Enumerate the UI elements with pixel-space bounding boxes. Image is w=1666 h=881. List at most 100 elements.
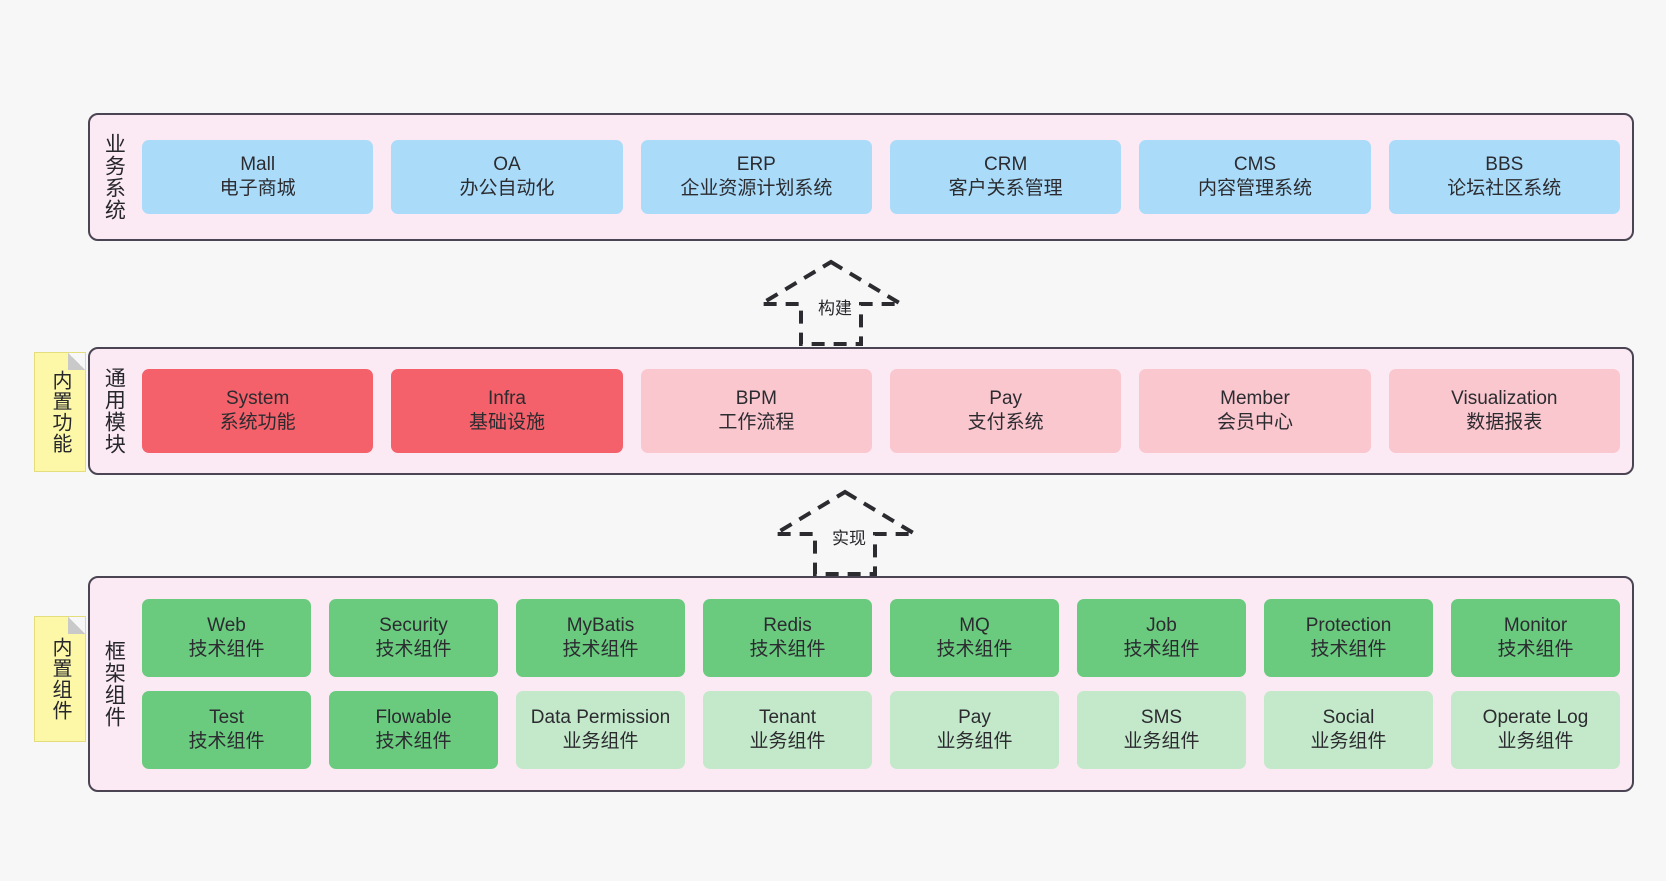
node-title: Web [207,615,246,637]
node-erp[interactable]: ERP 企业资源计划系统 [640,140,872,214]
node-subtitle: 业务组件 [1310,731,1387,752]
node-flowable[interactable]: Flowable 技术组件 [329,691,498,769]
layer-body-modules: System 系统功能 Infra 基础设施 BPM 工作流程 Pay 支付系统… [136,349,1632,473]
node-title: Infra [487,388,526,410]
layer-business-systems: 业务系统 Mall 电子商城 OA 办公自动化 ERP 企业资源计划系统 CRM… [88,113,1634,241]
node-title: Operate Log [1482,707,1589,729]
arrow-build: 构建 [753,258,909,346]
node-title: BBS [1485,154,1524,176]
node-visualization[interactable]: Visualization 数据报表 [1388,369,1620,453]
node-title: Test [209,707,244,729]
node-title: Mall [240,154,276,176]
node-cms[interactable]: CMS 内容管理系统 [1139,140,1371,214]
node-redis[interactable]: Redis 技术组件 [703,599,872,677]
node-mq[interactable]: MQ 技术组件 [890,599,1059,677]
node-protection[interactable]: Protection 技术组件 [1264,599,1433,677]
node-mall[interactable]: Mall 电子商城 [142,140,374,214]
node-security[interactable]: Security 技术组件 [329,599,498,677]
node-subtitle: 基础设施 [468,412,545,433]
node-title: SMS [1140,707,1183,729]
node-subtitle: 技术组件 [562,639,639,660]
note-builtin-components: 内置组件 [34,616,86,742]
node-web[interactable]: Web 技术组件 [142,599,311,677]
node-title: Tenant [758,707,817,729]
node-subtitle: 电子商城 [219,178,296,199]
layer-body-frame: Web 技术组件 Security 技术组件 MyBatis 技术组件 Redi… [136,578,1632,790]
row-modules-1: System 系统功能 Infra 基础设施 BPM 工作流程 Pay 支付系统… [142,369,1620,453]
node-subtitle: 技术组件 [936,639,1013,660]
node-subtitle: 系统功能 [219,412,296,433]
arrow-implement-label: 实现 [830,524,868,549]
note-builtin-features: 内置功能 [34,352,86,472]
node-subtitle: 数据报表 [1466,412,1543,433]
node-title: Pay [958,707,991,729]
node-infra[interactable]: Infra 基础设施 [391,369,623,453]
node-title: Flowable [375,707,452,729]
node-title: Redis [763,615,812,637]
node-pay-module[interactable]: Pay 支付系统 [889,369,1122,453]
node-system[interactable]: System 系统功能 [142,369,374,453]
node-subtitle: 技术组件 [188,731,265,752]
node-subtitle: 论坛社区系统 [1447,178,1562,199]
node-title: CMS [1233,154,1277,176]
node-sms[interactable]: SMS 业务组件 [1077,691,1246,769]
row-frame-2: Test 技术组件 Flowable 技术组件 Data Permission … [142,691,1620,769]
node-subtitle: 技术组件 [749,639,826,660]
node-subtitle: 技术组件 [1310,639,1387,660]
node-operate-log[interactable]: Operate Log 业务组件 [1451,691,1620,769]
arrow-build-label: 构建 [816,294,854,319]
node-test[interactable]: Test 技术组件 [142,691,311,769]
node-mybatis[interactable]: MyBatis 技术组件 [516,599,685,677]
row-business-1: Mall 电子商城 OA 办公自动化 ERP 企业资源计划系统 CRM 客户关系… [142,140,1620,214]
row-frame-1: Web 技术组件 Security 技术组件 MyBatis 技术组件 Redi… [142,599,1620,677]
node-subtitle: 工作流程 [718,412,795,433]
layer-framework-components: 框架组件 Web 技术组件 Security 技术组件 MyBatis 技术组件… [88,576,1634,792]
node-title: Monitor [1503,615,1568,637]
node-social[interactable]: Social 业务组件 [1264,691,1433,769]
node-title: Visualization [1451,388,1558,410]
node-pay-component[interactable]: Pay 业务组件 [890,691,1059,769]
node-subtitle: 业务组件 [1497,731,1574,752]
node-title: CRM [984,154,1028,176]
node-subtitle: 业务组件 [749,731,826,752]
node-title: Protection [1305,615,1392,637]
layer-title-business: 业务系统 [102,133,126,221]
node-subtitle: 业务组件 [562,731,639,752]
node-title: Job [1146,615,1177,637]
node-crm[interactable]: CRM 客户关系管理 [889,140,1122,214]
node-subtitle: 技术组件 [1497,639,1574,660]
node-title: Data Permission [530,707,671,729]
node-subtitle: 技术组件 [188,639,265,660]
node-title: OA [493,154,521,176]
node-title: Security [379,615,448,637]
node-subtitle: 技术组件 [375,639,452,660]
node-title: ERP [736,154,776,176]
node-subtitle: 技术组件 [1123,639,1200,660]
node-subtitle: 会员中心 [1216,412,1293,433]
dashed-generalization-arrow-icon [753,259,909,346]
node-title: MyBatis [566,615,635,637]
node-title: MQ [959,615,990,637]
node-subtitle: 业务组件 [1123,731,1200,752]
node-title: Member [1220,388,1290,410]
node-title: Pay [989,388,1023,410]
node-job[interactable]: Job 技术组件 [1077,599,1246,677]
node-title: System [225,388,290,410]
node-subtitle: 办公自动化 [459,178,555,199]
node-subtitle: 内容管理系统 [1197,178,1312,199]
node-bbs[interactable]: BBS 论坛社区系统 [1388,140,1620,214]
node-title: Social [1322,707,1375,729]
node-monitor[interactable]: Monitor 技术组件 [1451,599,1620,677]
node-subtitle: 企业资源计划系统 [680,178,833,199]
node-subtitle: 技术组件 [375,731,452,752]
node-bpm[interactable]: BPM 工作流程 [640,369,872,453]
node-oa[interactable]: OA 办公自动化 [391,140,623,214]
node-tenant[interactable]: Tenant 业务组件 [703,691,872,769]
dashed-generalization-arrow-icon [767,489,923,576]
layer-common-modules: 通用模块 System 系统功能 Infra 基础设施 BPM 工作流程 Pay… [88,347,1634,475]
node-data-permission[interactable]: Data Permission 业务组件 [516,691,685,769]
node-member[interactable]: Member 会员中心 [1139,369,1371,453]
node-title: BPM [735,388,777,410]
layer-title-modules: 通用模块 [102,367,126,455]
